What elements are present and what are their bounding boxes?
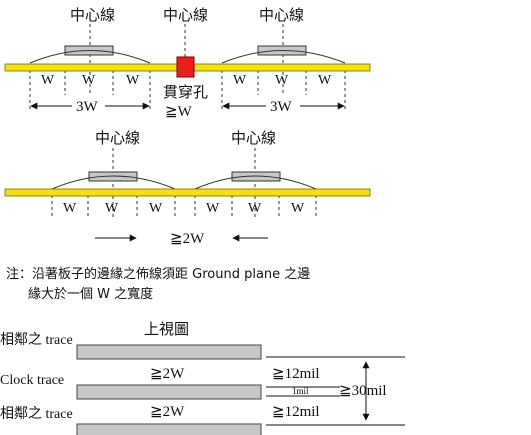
note: 注：沿著板子的邊緣之佈線須距 Ground plane 之邊 緣大於一個 W 之… — [6, 265, 366, 305]
w-label: W — [149, 201, 163, 216]
w-label: W — [41, 73, 55, 88]
watermark-logo-icon — [395, 388, 425, 418]
plane-middle — [4, 188, 371, 197]
note-line-2: 緣大於一個 W 之寬度 — [28, 287, 154, 302]
w-label: W — [233, 73, 247, 88]
arc-top-right — [221, 50, 346, 64]
w-label: W — [206, 201, 220, 216]
gap-label: ≧2W — [170, 231, 205, 247]
trace-top — [76, 344, 262, 360]
span-label-right: 3W — [270, 99, 293, 115]
centerline-label-mid-right: 中心線 — [231, 129, 276, 147]
centerline-label-via: 中心線 — [163, 6, 208, 24]
centerlines-top — [29, 24, 346, 110]
mil-middle: 1mil — [292, 386, 309, 396]
arc-mid-right — [194, 175, 317, 190]
w-label: W — [126, 73, 140, 88]
dimension-lines — [266, 356, 405, 426]
centerline-label-mid-left: 中心線 — [95, 129, 140, 147]
watermark: 電子發燒友 — [395, 388, 518, 418]
watermark-text: 電子發燒友 — [428, 394, 518, 415]
mil-lower: ≧12mil — [272, 404, 320, 420]
view-label: 上視圖 — [144, 320, 189, 338]
note-line-1: 注：沿著板子的邊緣之佈線須距 Ground plane 之邊 — [6, 267, 311, 282]
centerlines-middle — [51, 148, 317, 218]
arc-top-left — [29, 50, 151, 64]
total-label: ≧30mil — [339, 383, 387, 399]
w-label: W — [248, 201, 262, 216]
w-label: W — [63, 201, 77, 216]
w-label: W — [275, 73, 289, 88]
w-label: W — [291, 201, 305, 216]
centerline-label-left: 中心線 — [70, 6, 115, 24]
trace-clock — [76, 384, 262, 400]
spacing-2w-lower: ≧2W — [150, 404, 185, 420]
spacing-2w-upper: ≧2W — [150, 366, 185, 382]
w-label: W — [105, 201, 119, 216]
trace-top-label: 相鄰之 trace — [0, 332, 73, 348]
via — [176, 56, 195, 78]
via-label: 貫穿孔 — [163, 83, 208, 101]
centerline-label-right: 中心線 — [259, 6, 304, 24]
trace-bottom-label: 相鄰之 trace — [0, 406, 73, 422]
w-label: W — [318, 73, 332, 88]
via-rule: ≧W — [165, 104, 193, 120]
w-label: W — [82, 73, 96, 88]
clock-trace-label: Clock trace — [0, 373, 64, 388]
mil-upper: ≧12mil — [272, 366, 320, 382]
arc-mid-left — [51, 175, 176, 190]
trace-bottom — [76, 423, 262, 435]
span-label-left: 3W — [76, 99, 99, 115]
